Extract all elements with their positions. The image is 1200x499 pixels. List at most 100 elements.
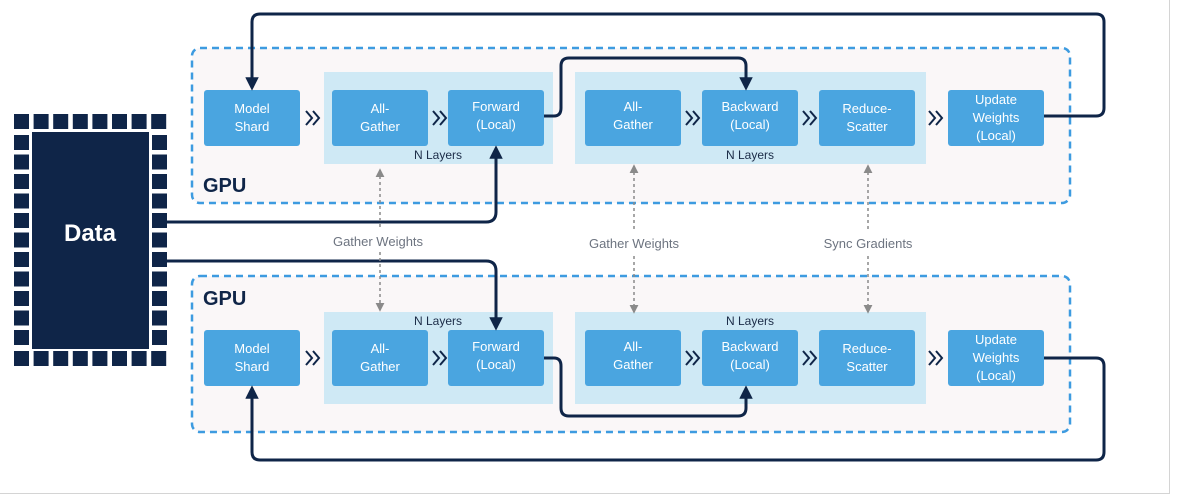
chip-pin [131, 351, 147, 366]
chip-pin [152, 193, 167, 209]
data-to-forward-arrow-bottom [167, 259, 503, 331]
block-label-line: Backward [721, 339, 778, 354]
block-label-line: (Local) [976, 128, 1016, 143]
chevron-right-icon [928, 110, 944, 126]
gather-weights-label: Gather Weights [589, 236, 680, 251]
chip-pin [152, 252, 167, 267]
forward-to-backward-arrow-bottom [544, 356, 753, 418]
block-label-line: (Local) [476, 357, 516, 372]
gpu-label-top: GPU [203, 175, 246, 197]
update-weights-block-top: Update Weights (Local) [948, 90, 1044, 146]
forward-block-top: Forward (Local) [448, 90, 544, 146]
block-label-line: Weights [973, 350, 1020, 365]
block-label-line: (Local) [730, 117, 770, 132]
gpu-label-bottom: GPU [203, 288, 246, 310]
all-gather-block-top: All- Gather [332, 90, 428, 146]
all-gather-block-bottom-backward: All- Gather [585, 330, 681, 386]
chevron-right-icon [305, 110, 321, 126]
chip-pin [14, 232, 29, 248]
block-label-line: (Local) [730, 357, 770, 372]
update-weights-block-bottom: Update Weights (Local) [948, 330, 1044, 386]
data-chip: Data [14, 114, 167, 366]
sync-gradients-label: Sync Gradients [824, 236, 913, 251]
chip-pin [33, 351, 49, 366]
block-label-line: Model [234, 341, 270, 356]
block-label-line: Scatter [846, 359, 888, 374]
update-loop-arrow-top [245, 12, 1106, 118]
chip-pin [33, 114, 49, 129]
reduce-scatter-block-top: Reduce- Scatter [819, 90, 915, 146]
block-label-line: All- [624, 99, 643, 114]
block-label-line: (Local) [476, 117, 516, 132]
reduce-scatter-block-bottom: Reduce- Scatter [819, 330, 915, 386]
data-label: Data [64, 220, 117, 247]
chip-pin [14, 291, 29, 306]
frame-border-right [1169, 0, 1170, 494]
chip-pin [53, 114, 69, 129]
gather-weights-label: Gather Weights [333, 234, 424, 249]
block-label-line: Scatter [846, 119, 888, 134]
n-layers-label: N Layers [726, 148, 774, 162]
chip-pin [92, 114, 108, 129]
chip-pin [152, 174, 167, 189]
block-label-line: Reduce- [842, 341, 891, 356]
chip-pins [14, 114, 167, 366]
chip-pin [14, 252, 29, 267]
update-loop-arrow-bottom [245, 356, 1106, 462]
block-label-line: Update [975, 332, 1017, 347]
chevron-right-icon [928, 350, 944, 366]
chip-pin [152, 310, 167, 326]
chip-pin [72, 114, 88, 129]
n-layers-label: N Layers [414, 148, 462, 162]
frame-border-bottom [0, 493, 1170, 494]
block-label-line: All- [371, 101, 390, 116]
chip-pin [14, 193, 29, 209]
block-label-line: Gather [360, 359, 400, 374]
block-label-line: Gather [360, 119, 400, 134]
chip-pin [14, 310, 29, 326]
block-label-line: (Local) [976, 368, 1016, 383]
backward-block-bottom: Backward (Local) [702, 330, 798, 386]
n-layers-label: N Layers [414, 314, 462, 328]
block-label-line: Reduce- [842, 101, 891, 116]
chip-pin [112, 114, 127, 129]
chevron-right-icon [432, 110, 448, 126]
chevron-right-icon [802, 110, 818, 126]
chip-pin [14, 213, 29, 228]
chevron-right-icon [305, 350, 321, 366]
data-to-forward-arrow-top [167, 145, 503, 224]
backward-block-top: Backward (Local) [702, 90, 798, 146]
block-label-line: Update [975, 92, 1017, 107]
chip-pin [112, 351, 127, 366]
all-gather-block-bottom: All- Gather [332, 330, 428, 386]
chip-pin [152, 291, 167, 306]
block-label-line: All- [624, 339, 643, 354]
block-label-line: Gather [613, 117, 653, 132]
chip-pin [14, 330, 29, 345]
chip-pin [14, 174, 29, 189]
block-label-line: Shard [235, 119, 270, 134]
block-label-line: Gather [613, 357, 653, 372]
chip-pin [14, 154, 29, 170]
chevron-right-icon [802, 350, 818, 366]
chip-pin [152, 154, 167, 170]
chip-pin [72, 351, 88, 366]
chevron-right-icon [432, 350, 448, 366]
forward-to-backward-arrow-top [544, 56, 753, 118]
chip-pin [14, 114, 29, 129]
chip-pin [152, 330, 167, 345]
block-label-line: Forward [472, 339, 520, 354]
block-label-line: Weights [973, 110, 1020, 125]
chevron-right-icon [685, 110, 701, 126]
chip-pin [152, 213, 167, 228]
chip-pin [152, 271, 167, 287]
chip-pin [92, 351, 108, 366]
model-shard-block-bottom: Model Shard [204, 330, 300, 386]
chip-pin [131, 114, 147, 129]
chip-body [32, 132, 149, 349]
chip-pin [152, 232, 167, 248]
block-label-line: Backward [721, 99, 778, 114]
chip-pin [151, 351, 167, 366]
chip-pin [14, 135, 29, 150]
